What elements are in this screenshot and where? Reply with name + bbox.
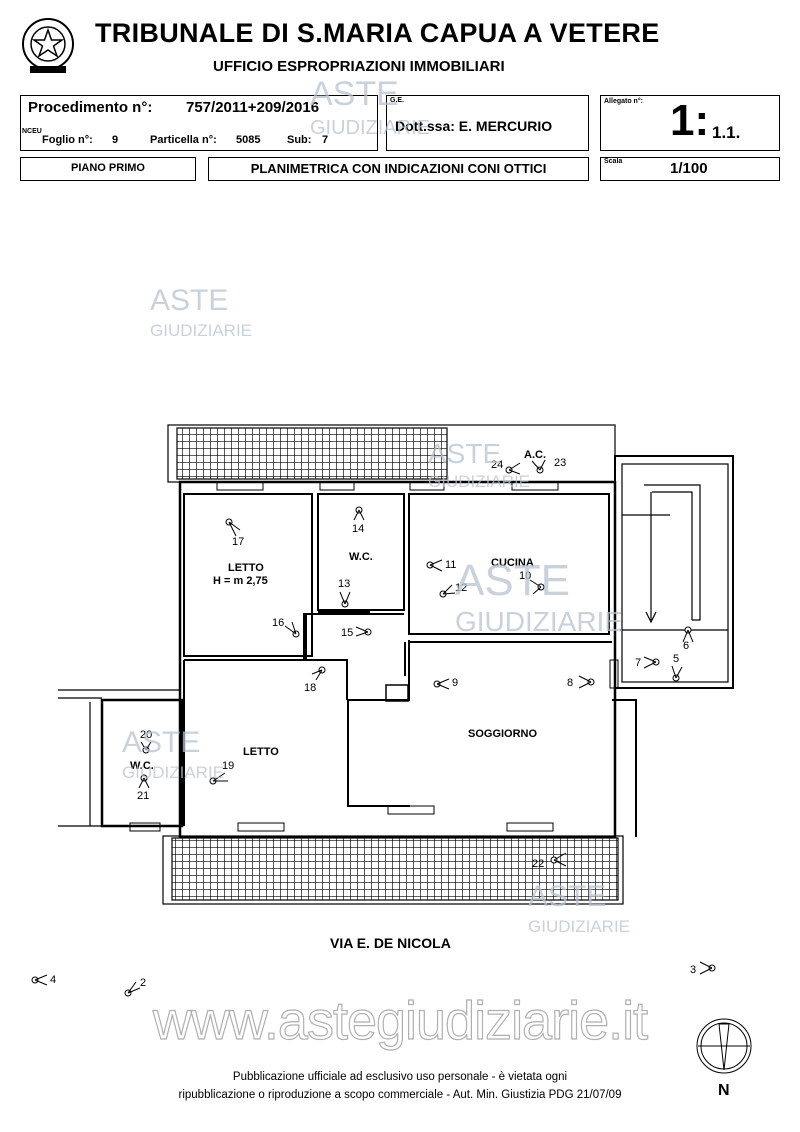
- piano-box: [20, 157, 196, 181]
- scala-value: 1/100: [670, 160, 708, 177]
- descrizione-label: PLANIMETRICA CON INDICAZIONI CONI OTTICI: [250, 161, 547, 176]
- footer-line-1: Pubblicazione ufficiale ad esclusivo uso…: [232, 1071, 568, 1083]
- viewpoint-22: 22: [532, 858, 545, 870]
- viewpoint-6: 6: [683, 640, 690, 652]
- ncru-label: NCEU: [22, 128, 42, 135]
- room-wc-1: [317, 493, 405, 611]
- stairwell: [614, 455, 734, 689]
- room-cucina-label: CUCINA: [491, 557, 534, 569]
- street-label: VIA E. DE NICOLA: [330, 935, 451, 951]
- foglio-label: Foglio n°:: [42, 134, 93, 146]
- court-title: TRIBUNALE DI S.MARIA CAPUA A VETERE: [95, 18, 660, 48]
- room-wc-2-label: W.C.: [130, 760, 154, 772]
- watermark-logo: ASTE GIUDIZIARIE: [455, 556, 624, 637]
- viewpoint-8: 8: [567, 677, 574, 689]
- watermark-logo: ASTE GIUDIZIARIE: [150, 284, 253, 340]
- viewpoint-20: 20: [140, 729, 153, 741]
- viewpoint-18: 18: [304, 682, 317, 694]
- viewpoint-3: 3: [690, 964, 697, 976]
- camera-icon: [284, 621, 300, 638]
- room-wc-1-label: W.C.: [349, 551, 373, 563]
- viewpoint-12: 12: [455, 582, 468, 594]
- camera-icon: [433, 678, 450, 690]
- procedimento-label: Procedimento n°:: [28, 99, 153, 116]
- viewpoint-4: 4: [50, 974, 57, 986]
- viewpoint-14: 14: [352, 523, 365, 535]
- descrizione-box: [208, 157, 589, 181]
- watermark-logo: ASTE GIUDIZIARIE: [310, 75, 431, 139]
- viewpoint-10: 10: [519, 570, 532, 582]
- viewpoint-13: 13: [338, 578, 351, 590]
- giudice-name: Dott.ssa: E. MERCURIO: [395, 118, 553, 134]
- camera-icon: [138, 774, 150, 789]
- sub-value: 7: [322, 134, 329, 146]
- procedimento-value: 757/2011+209/2016: [186, 99, 320, 116]
- camera-icon: [426, 559, 443, 572]
- viewpoint-9: 9: [452, 677, 459, 689]
- camera-icon: [671, 665, 683, 682]
- scala-label: Scala: [604, 158, 623, 165]
- camera-icon: [505, 462, 521, 475]
- allegato-sub: 1.1.: [712, 123, 741, 142]
- camera-icon: [643, 656, 660, 669]
- watermark-logo: ASTE GIUDIZIARIE: [122, 726, 225, 782]
- emblem-icon: [20, 14, 76, 76]
- viewpoint-23: 23: [554, 457, 567, 469]
- allegato-box: [600, 95, 780, 151]
- viewpoint-2: 2: [140, 977, 147, 989]
- watermark-logo: ASTE GIUDIZIARIE: [528, 880, 631, 936]
- piano-label: PIANO PRIMO: [71, 162, 145, 174]
- room-ac-label: A.C.: [524, 449, 546, 461]
- office-subtitle: UFFICIO ESPROPRIAZIONI IMMOBILIARI: [213, 58, 505, 75]
- camera-icon: [140, 741, 152, 754]
- camera-icon: [355, 626, 372, 637]
- procedimento-box: [20, 95, 378, 151]
- camera-icon: [531, 459, 546, 474]
- giudice-box: [386, 95, 589, 151]
- viewpoint-15: 15: [341, 627, 354, 639]
- camera-icon: [682, 626, 694, 643]
- camera-icon: [353, 506, 365, 521]
- viewpoint-19: 19: [222, 760, 235, 772]
- camera-icon: [31, 974, 48, 986]
- particella-label: Particella n°:: [150, 134, 217, 146]
- room-letto-1-height: H = m 2,75: [213, 575, 268, 587]
- camera-icon: [439, 584, 456, 598]
- sub-label: Sub:: [287, 134, 312, 146]
- particella-value: 5085: [236, 134, 261, 146]
- room-soggiorno-label: SOGGIORNO: [468, 728, 538, 740]
- foglio-value: 9: [112, 134, 119, 146]
- camera-icon: [225, 518, 241, 537]
- footer-line-2: ripubblicazione o riproduzione a scopo c…: [178, 1089, 622, 1101]
- camera-icon: [550, 852, 567, 867]
- camera-icon: [339, 591, 351, 608]
- camera-icon: [699, 961, 716, 975]
- camera-icon: [124, 981, 141, 997]
- scala-box: [600, 157, 780, 181]
- allegato-main: 1:: [670, 96, 710, 145]
- viewpoint-11: 11: [445, 559, 457, 571]
- viewpoint-5: 5: [673, 653, 680, 665]
- camera-icon: [578, 675, 595, 689]
- viewpoint-21: 21: [137, 790, 150, 802]
- camera-icon: [209, 772, 228, 785]
- viewpoint-17: 17: [232, 536, 245, 548]
- north-arrow-icon: [696, 1018, 752, 1074]
- viewpoint-7: 7: [635, 657, 642, 669]
- watermark-logo: ASTE GIUDIZIARIE: [428, 438, 531, 491]
- watermark-url: www.astegiudiziarie.it: [152, 990, 648, 1051]
- room-letto-1-label: LETTO: [228, 562, 264, 574]
- north-label: N: [718, 1082, 730, 1099]
- room-letto-2-label: LETTO: [243, 746, 279, 758]
- viewpoint-16: 16: [272, 617, 285, 629]
- ge-label: G.E.: [390, 97, 405, 104]
- room-letto-1: [183, 493, 313, 657]
- camera-icon: [529, 579, 545, 595]
- viewpoint-24: 24: [491, 459, 504, 471]
- allegato-label: Allegato n°:: [604, 98, 643, 105]
- camera-icon: [311, 666, 326, 681]
